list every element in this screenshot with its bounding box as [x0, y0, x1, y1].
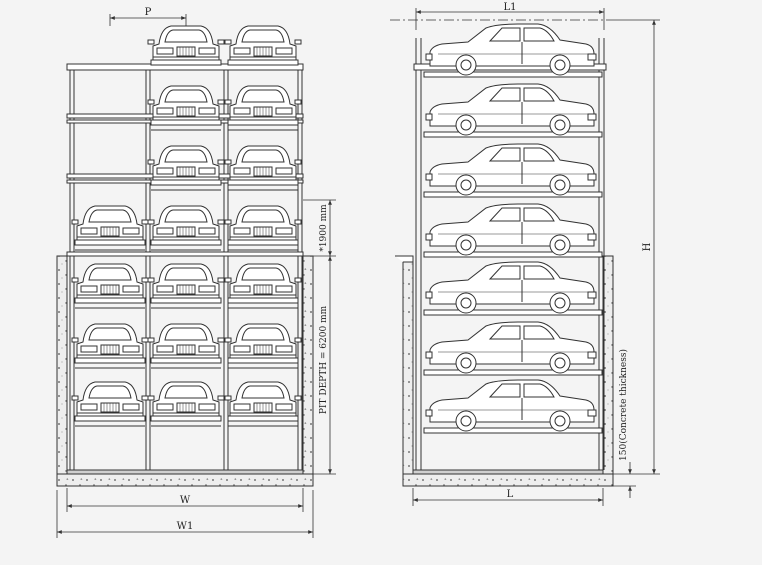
front-car	[224, 85, 302, 131]
front-car	[224, 205, 302, 251]
front-car	[224, 263, 302, 309]
label-p: P	[145, 7, 152, 18]
side-car	[423, 203, 603, 258]
front-pit-wall-right	[302, 255, 314, 485]
front-car-grid	[71, 25, 302, 427]
front-car	[224, 323, 302, 369]
side-car	[423, 83, 603, 138]
front-pit-wall-left	[56, 255, 68, 485]
front-columns	[69, 64, 303, 470]
front-car	[71, 205, 149, 251]
front-car	[147, 145, 225, 191]
front-car	[147, 381, 225, 427]
label-w1: W1	[177, 521, 194, 532]
side-pit-wall-left	[402, 255, 414, 485]
side-car	[423, 379, 603, 434]
front-car	[71, 263, 149, 309]
front-car	[147, 205, 225, 251]
front-car	[147, 263, 225, 309]
label-concrete: 150(Concrete thickness)	[618, 349, 629, 461]
front-car	[71, 323, 149, 369]
front-pit-floor	[56, 473, 314, 487]
side-dimensions	[390, 8, 660, 506]
front-car	[224, 145, 302, 191]
label-l: L	[507, 489, 514, 500]
side-pit-floor	[402, 473, 614, 487]
label-level-height: *1900 mm	[319, 204, 329, 252]
front-dimensions	[56, 14, 336, 538]
label-h: H	[642, 242, 653, 251]
side-car	[423, 321, 603, 376]
front-view	[56, 25, 314, 487]
front-car	[147, 85, 225, 131]
label-l1: L1	[503, 2, 516, 13]
front-car	[224, 381, 302, 427]
label-pit-depth: PIT DEPTH = 6200 mm	[319, 305, 329, 414]
front-car	[147, 323, 225, 369]
side-car	[423, 143, 603, 198]
front-car	[71, 381, 149, 427]
side-car-stack	[423, 23, 603, 434]
front-car	[147, 25, 225, 71]
label-w: W	[180, 495, 191, 506]
side-view	[395, 23, 614, 487]
side-car	[423, 23, 603, 78]
side-car	[423, 261, 603, 316]
front-car	[224, 25, 302, 71]
